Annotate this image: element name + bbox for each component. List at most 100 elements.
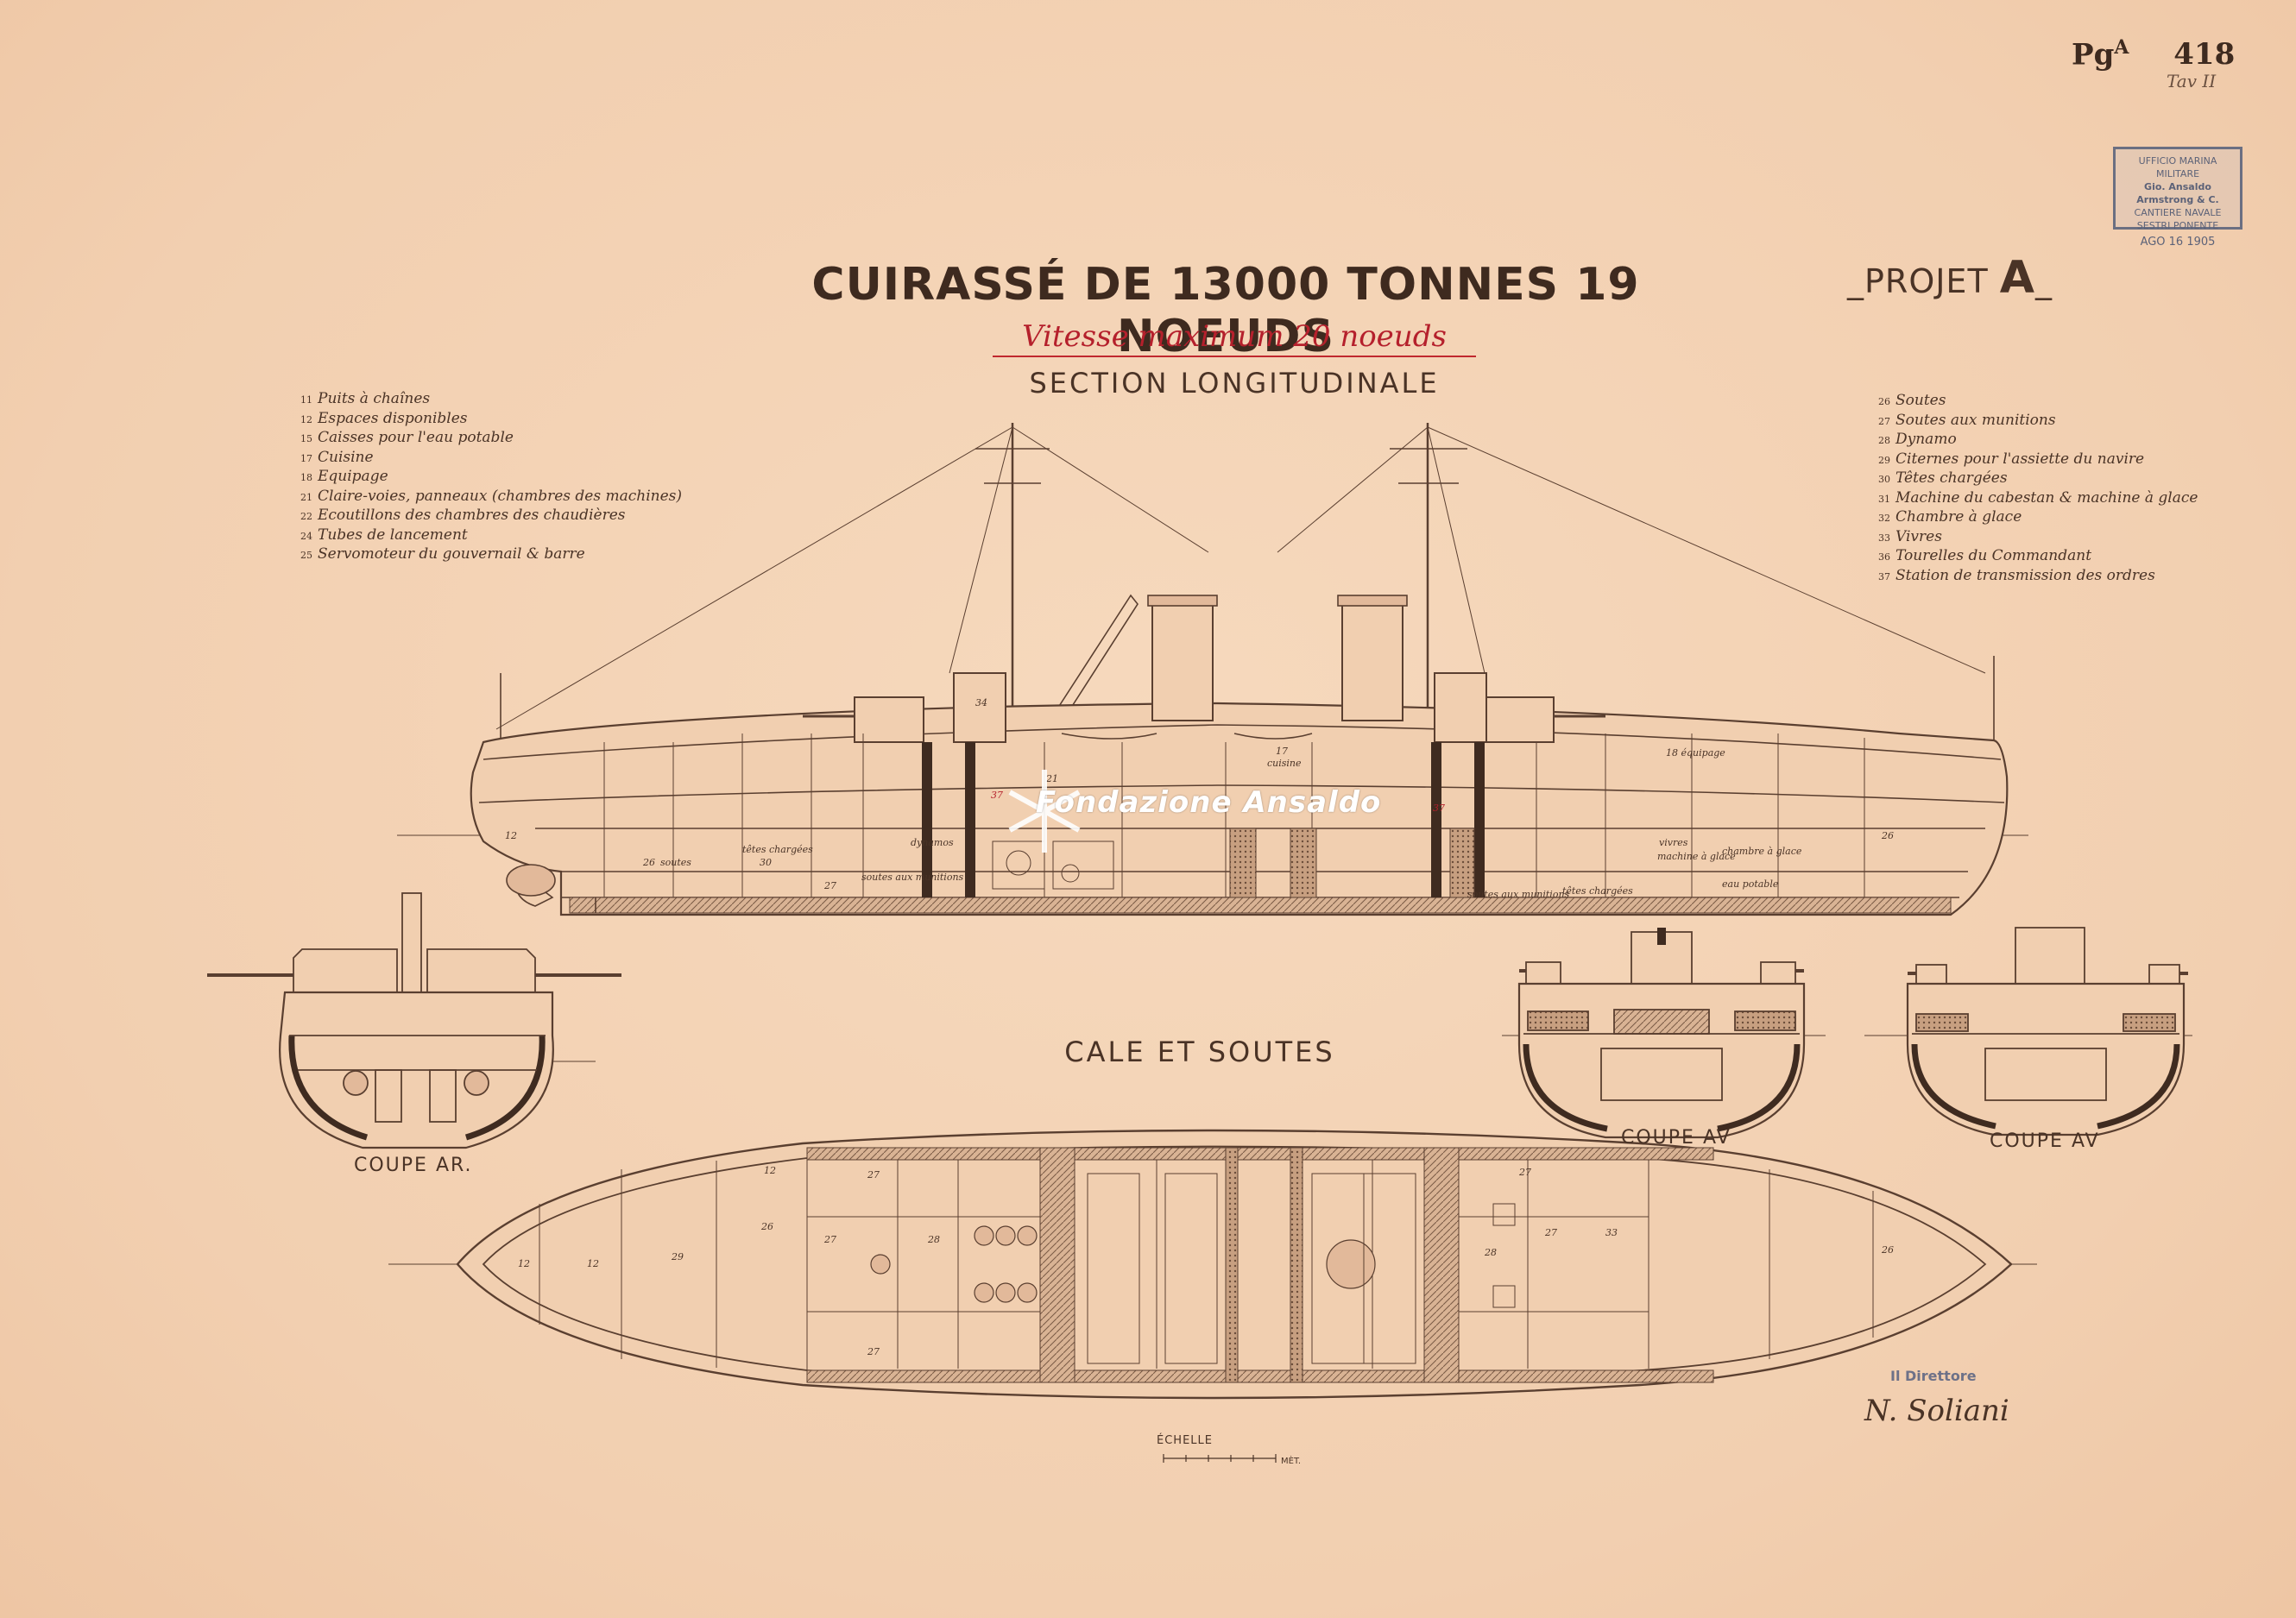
plan-label: 27 [1518, 1167, 1531, 1178]
tav-label: Tav II [2167, 71, 2217, 91]
ref-main: Pg [2072, 37, 2115, 72]
plan-label: 27 [867, 1346, 880, 1357]
legend-item: 32 Chambre à glace [1871, 508, 2198, 528]
legend-item: 28 Dynamo [1871, 431, 2198, 450]
watermark: Fondazione Ansaldo [587, 725, 1726, 854]
legend-item: 25 Servomoteur du gouvernail & barre [293, 545, 682, 565]
legend-text: Tubes de lancement [318, 526, 468, 544]
profile-label: chambre à glace [1722, 846, 1802, 857]
office-stamp: UFFICIO MARINA MILITARE Gio. Ansaldo Arm… [2113, 147, 2242, 249]
profile-label: têtes chargées [1562, 885, 1633, 897]
legend-text: Chambre à glace [1895, 508, 2022, 526]
stamp-line-2: Gio. Ansaldo Armstrong & C. [2136, 181, 2219, 205]
legend-text: Cuisine [318, 448, 374, 466]
legend-text: Dynamo [1895, 431, 1957, 448]
direttore-stamp: Il Direttore [1890, 1368, 1977, 1384]
profile-label: 18 équipage [1666, 747, 1725, 759]
profile-label: 37 [991, 790, 1003, 801]
plan-label: 27 [867, 1169, 880, 1180]
plan-label: 33 [1605, 1227, 1618, 1238]
profile-label: 27 [823, 880, 836, 891]
profile-label: têtes chargées [742, 844, 813, 855]
profile-label: 26 [642, 857, 655, 868]
profile-label: 26 [1881, 830, 1894, 841]
profile-label: soutes [660, 857, 691, 868]
legend-item: 30 Têtes chargées [1871, 469, 2198, 489]
profile-labels: 12 26 soutes têtes chargées 30 27 dynamo… [505, 697, 1894, 900]
metres-label: MÈT. [1281, 1457, 1302, 1466]
legend-number: 33 [1878, 532, 1890, 544]
cale-et-soutes-title: CALE ET SOUTES [1064, 1036, 1335, 1068]
legend-text: Espaces disponibles [318, 409, 468, 427]
projet-word: PROJET [1864, 262, 1989, 300]
legend-text: Vivres [1895, 527, 1942, 545]
echelle-label: ÉCHELLE [1157, 1434, 1213, 1447]
plan-label: 28 [927, 1234, 940, 1245]
plan-label: 12 [764, 1165, 776, 1176]
profile-label: vivres [1659, 837, 1688, 848]
coupe-ar-section [207, 892, 621, 1149]
profile-label: dynamos [911, 837, 954, 848]
legend-item: 37 Station de transmission des ordres [1871, 567, 2198, 587]
plan-label: 12 [587, 1258, 599, 1269]
coupe-av-1-section [1502, 928, 1826, 1139]
scale-bar [1163, 1454, 1277, 1463]
legend-text: Têtes chargées [1895, 469, 2008, 487]
legend-text: Servomoteur du gouvernail & barre [318, 545, 585, 563]
coupe-av-2-section [1864, 927, 2192, 1136]
legend-text: Soutes aux munitions [1895, 411, 2056, 429]
ref-number: 418 [2173, 37, 2236, 72]
profile-label: 30 [760, 857, 772, 868]
legend-number: 37 [1878, 570, 1890, 582]
drawing-title: CUIRASSÉ DE 13000 TONNES 19 NOEUDS [811, 259, 1640, 362]
plan-label: 27 [1544, 1227, 1557, 1238]
legend-number: 29 [1878, 454, 1890, 466]
legend-number: 32 [1878, 513, 1890, 524]
director-signature: N. Soliani [1864, 1394, 2009, 1428]
legend-text: Citernes pour l'assiette du navire [1895, 450, 2145, 468]
drawing-reference: PgA 418 [2072, 36, 2235, 72]
legend-number: 30 [1878, 474, 1890, 485]
stamp-line-4: SESTRI PONENTE [2136, 220, 2219, 231]
legend-text: Caisses pour l'eau potable [318, 429, 514, 446]
legend-number: 27 [1878, 415, 1890, 427]
legend-number: 25 [300, 550, 312, 561]
legend-item: 11 Puits à chaînes [293, 390, 682, 410]
stamp-line-3: CANTIERE NAVALE [2134, 207, 2222, 218]
legend-number: 11 [300, 394, 312, 406]
profile-label: 37 [1433, 803, 1445, 814]
coupe-av-2-caption: COUPE AV [1990, 1130, 2100, 1152]
legend-number: 18 [300, 472, 312, 483]
plan-labels: 12 12 29 26 27 27 28 27 28 27 33 26 12 2… [518, 1165, 1894, 1357]
profile-label: machine à glace [1657, 851, 1736, 862]
plan-label: 26 [760, 1221, 773, 1232]
legend-number: 28 [1878, 435, 1890, 446]
legend-number: 21 [300, 491, 312, 503]
stamp-date: AGO 16 1905 [2140, 236, 2216, 249]
plan-label: 29 [671, 1251, 684, 1262]
projet-label: _PROJET A_ [1847, 252, 2053, 304]
legend-text: Station de transmission des ordres [1895, 566, 2155, 584]
profile-label: eau potable [1722, 878, 1779, 890]
legend-text: Puits à chaînes [318, 390, 431, 407]
watermark-logo-icon [1008, 770, 1081, 853]
profile-label: cuisine [1267, 758, 1302, 769]
legend-number: 31 [1878, 493, 1890, 505]
legend-number: 22 [300, 511, 312, 522]
legend-item: 33 Vivres [1871, 528, 2198, 548]
longitudinal-section [397, 423, 2028, 916]
section-title: SECTION LONGITUDINALE [1029, 367, 1440, 400]
plan-label: 28 [1484, 1247, 1497, 1258]
legend-number: 36 [1878, 551, 1890, 563]
